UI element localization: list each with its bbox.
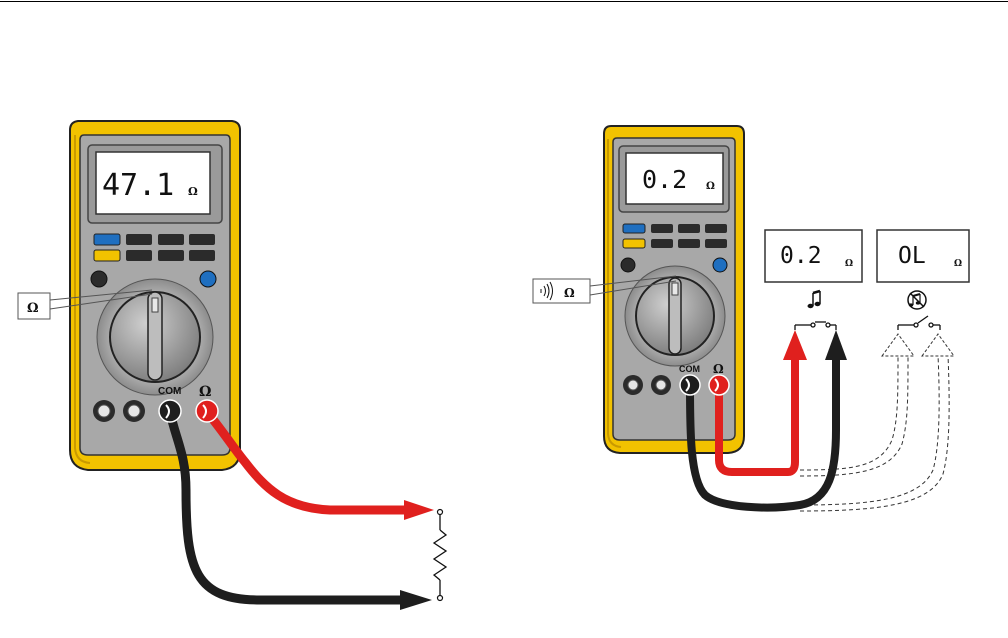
yellow-shift-button[interactable] xyxy=(623,239,645,248)
minmax-button[interactable] xyxy=(189,234,215,245)
open-switch xyxy=(898,316,940,330)
closed-switch xyxy=(795,322,836,330)
blue-round-button[interactable] xyxy=(713,258,727,272)
blue-round-button[interactable] xyxy=(200,271,216,287)
backlight-button[interactable] xyxy=(705,239,727,248)
range-button[interactable] xyxy=(651,224,673,233)
resistor xyxy=(434,510,446,601)
lcd-unit: Ω xyxy=(188,185,198,198)
lcd-reading: 47.1 xyxy=(102,168,174,203)
red-lead-arrow xyxy=(404,500,434,520)
power-button[interactable] xyxy=(621,258,635,272)
com-label: COM xyxy=(679,364,700,374)
lcd-unit: Ω xyxy=(706,181,715,192)
closed-reading: 0.2 xyxy=(780,243,822,269)
ohm-jack-label: Ω xyxy=(199,384,211,400)
power-button[interactable] xyxy=(91,271,107,287)
hz-button[interactable] xyxy=(158,250,184,261)
com-label: COM xyxy=(158,386,181,397)
multimeter-left: 47.1 Ω COM Ω xyxy=(70,121,434,610)
blue-function-button[interactable] xyxy=(623,224,645,233)
black-lead-arrow xyxy=(825,330,847,360)
blue-function-button[interactable] xyxy=(94,234,120,245)
open-unit: Ω xyxy=(954,259,962,269)
red-lead-arrow xyxy=(783,330,807,360)
yellow-shift-button[interactable] xyxy=(94,250,120,261)
black-lead-arrow xyxy=(400,590,432,610)
continuity-closed-panel: 0.2 Ω xyxy=(765,230,862,330)
open-reading: OL xyxy=(898,243,926,269)
muted-note-icon xyxy=(908,291,926,309)
rel-button[interactable] xyxy=(126,250,152,261)
callout-ohm-label: Ω xyxy=(564,286,575,300)
music-note-icon xyxy=(808,291,821,308)
minmax-button[interactable] xyxy=(705,224,727,233)
hz-button[interactable] xyxy=(678,239,700,248)
continuity-open-panel: OL Ω xyxy=(877,230,969,330)
ohm-jack-label: Ω xyxy=(713,362,724,376)
lcd-reading: 0.2 xyxy=(642,165,687,194)
closed-unit: Ω xyxy=(845,259,853,269)
callout-ohm-label: Ω xyxy=(27,301,39,316)
range-button[interactable] xyxy=(126,234,152,245)
rel-button[interactable] xyxy=(651,239,673,248)
backlight-button[interactable] xyxy=(189,250,215,261)
hold-button[interactable] xyxy=(158,234,184,245)
hold-button[interactable] xyxy=(678,224,700,233)
